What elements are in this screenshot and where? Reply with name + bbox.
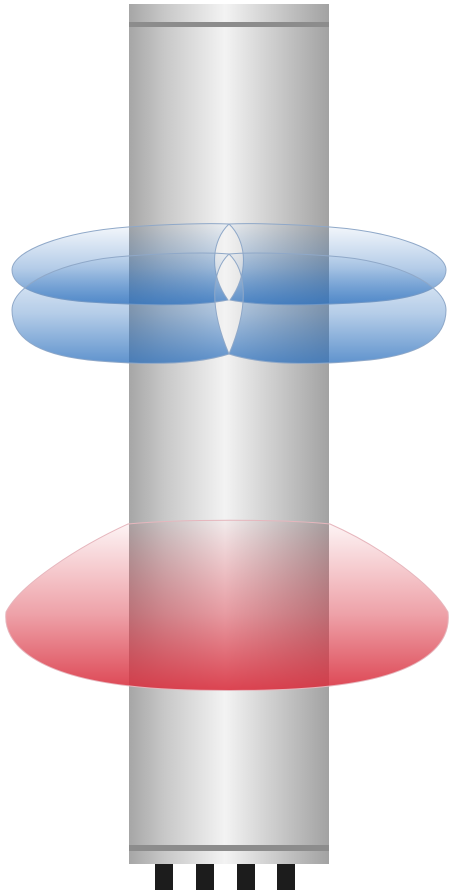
mast-bottom-band [129, 845, 329, 851]
red-beam-lobe [6, 520, 449, 690]
mast-bottom-cap [129, 851, 329, 864]
antenna-mast [129, 4, 329, 864]
connector [237, 864, 255, 890]
mast-body [129, 4, 329, 864]
connector-group [155, 864, 295, 890]
lower-radiation-pattern [6, 520, 449, 690]
connector [155, 864, 173, 890]
mast-top-band [129, 22, 329, 27]
connector [277, 864, 295, 890]
connector [196, 864, 214, 890]
